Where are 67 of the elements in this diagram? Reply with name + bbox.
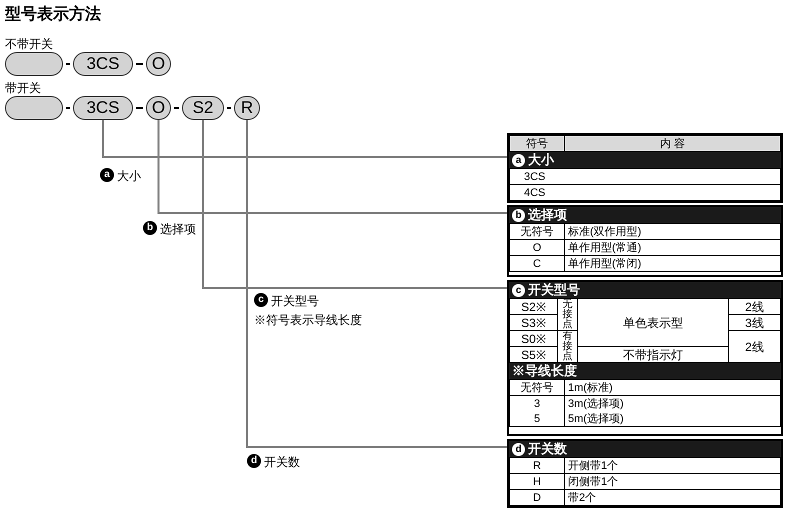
leader-line	[158, 120, 507, 214]
description-text: 开侧带1个	[564, 458, 780, 474]
section-heading: 开关型号	[528, 281, 580, 299]
callout-text: 选择项	[160, 221, 196, 238]
description-text: 5m(选择项)	[564, 411, 780, 426]
circled-letter: c	[512, 284, 525, 296]
leader-line	[202, 120, 507, 289]
description-text: 单作用型(常通)	[564, 240, 780, 256]
section-heading: 开关数	[528, 440, 567, 458]
connector-dash	[66, 63, 70, 65]
circled-letter: a	[100, 168, 114, 182]
section-heading: 大小	[528, 151, 554, 169]
code-value: S2※	[510, 298, 558, 314]
description-text: 1m(标准)	[564, 380, 780, 396]
code-value: 4CS	[510, 184, 780, 200]
code-pill: O	[146, 96, 171, 120]
code-value: H	[510, 474, 564, 490]
note-text: ※符号表示导线长度	[254, 312, 362, 329]
group-heading: 不带开关	[5, 36, 53, 53]
wire-count: 2线	[728, 298, 780, 314]
code-value: O	[510, 240, 564, 256]
contact-type-text: 无接点	[558, 298, 578, 330]
connector-dash	[136, 63, 143, 65]
code-value: 无符号	[510, 380, 564, 396]
code-value: S0※	[510, 330, 558, 346]
wire-count: 3线	[728, 314, 780, 330]
code-value: C	[510, 256, 564, 272]
description-text: 单色表示型	[578, 298, 728, 346]
description-text: 闭侧带1个	[564, 474, 780, 490]
group-heading: 带开关	[5, 80, 41, 97]
column-header: 内 容	[564, 136, 780, 152]
code-value: S3※	[510, 314, 558, 330]
description-text: 单作用型(常闭)	[564, 256, 780, 272]
code-pill: R	[234, 96, 260, 120]
code-value: 5	[510, 411, 564, 426]
code-pill: 3CS	[73, 52, 133, 76]
connector-dash	[227, 107, 231, 109]
connector-dash	[174, 107, 179, 109]
code-value: R	[510, 458, 564, 474]
code-pill	[5, 96, 63, 120]
code-value: 3	[510, 396, 564, 411]
circled-letter: b	[512, 208, 525, 222]
circled-letter: d	[247, 454, 261, 468]
callout-text: 开关型号	[271, 293, 319, 310]
circled-letter: b	[143, 221, 157, 235]
code-pill: S2	[182, 96, 224, 120]
diagram-title: 型号表示方法	[5, 4, 101, 25]
callout-text: 开关数	[264, 454, 300, 471]
circled-letter: d	[512, 442, 525, 456]
code-value: D	[510, 490, 564, 506]
circled-letter: c	[254, 293, 268, 307]
section-heading: ※导线长度	[512, 362, 577, 380]
leader-line	[246, 120, 507, 448]
code-value: 3CS	[510, 168, 780, 184]
leader-line	[102, 120, 507, 158]
description-text: 带2个	[564, 490, 780, 506]
connector-dash	[136, 107, 143, 109]
column-header: 符号	[510, 136, 564, 152]
section-heading: 选择项	[528, 206, 567, 224]
connector-dash	[66, 107, 70, 109]
code-value: 无符号	[510, 224, 564, 240]
callout-text: 大小	[117, 168, 141, 185]
description-text: 标准(双作用型)	[564, 224, 780, 240]
code-pill: 3CS	[73, 96, 133, 120]
code-pill: O	[146, 52, 171, 76]
code-pill	[5, 52, 63, 76]
circled-letter: a	[512, 154, 525, 166]
